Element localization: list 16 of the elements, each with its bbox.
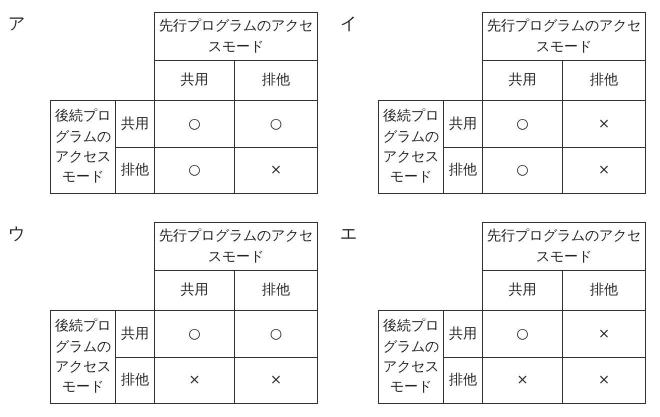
option-letter: ウ <box>8 223 25 245</box>
table-cell: × <box>234 357 318 404</box>
table-cell: × <box>562 357 646 404</box>
column-header: 先行プログラムのアクセスモード <box>154 222 318 271</box>
option-letter: エ <box>340 223 357 245</box>
column-header: 先行プログラムのアクセスモード <box>154 12 318 61</box>
row-header: 後続プログラムのアクセスモード <box>378 310 444 404</box>
table-cell: × <box>562 147 646 194</box>
column-header: 先行プログラムのアクセスモード <box>482 222 646 271</box>
column-header: 先行プログラムのアクセスモード <box>482 12 646 61</box>
row-header: 後続プログラムのアクセスモード <box>50 100 116 194</box>
table-cell: × <box>234 147 318 194</box>
option-letter: ア <box>8 13 25 35</box>
option-letter: イ <box>340 13 357 35</box>
row-header: 後続プログラムのアクセスモード <box>50 310 116 404</box>
row-header: 後続プログラムのアクセスモード <box>378 100 444 194</box>
